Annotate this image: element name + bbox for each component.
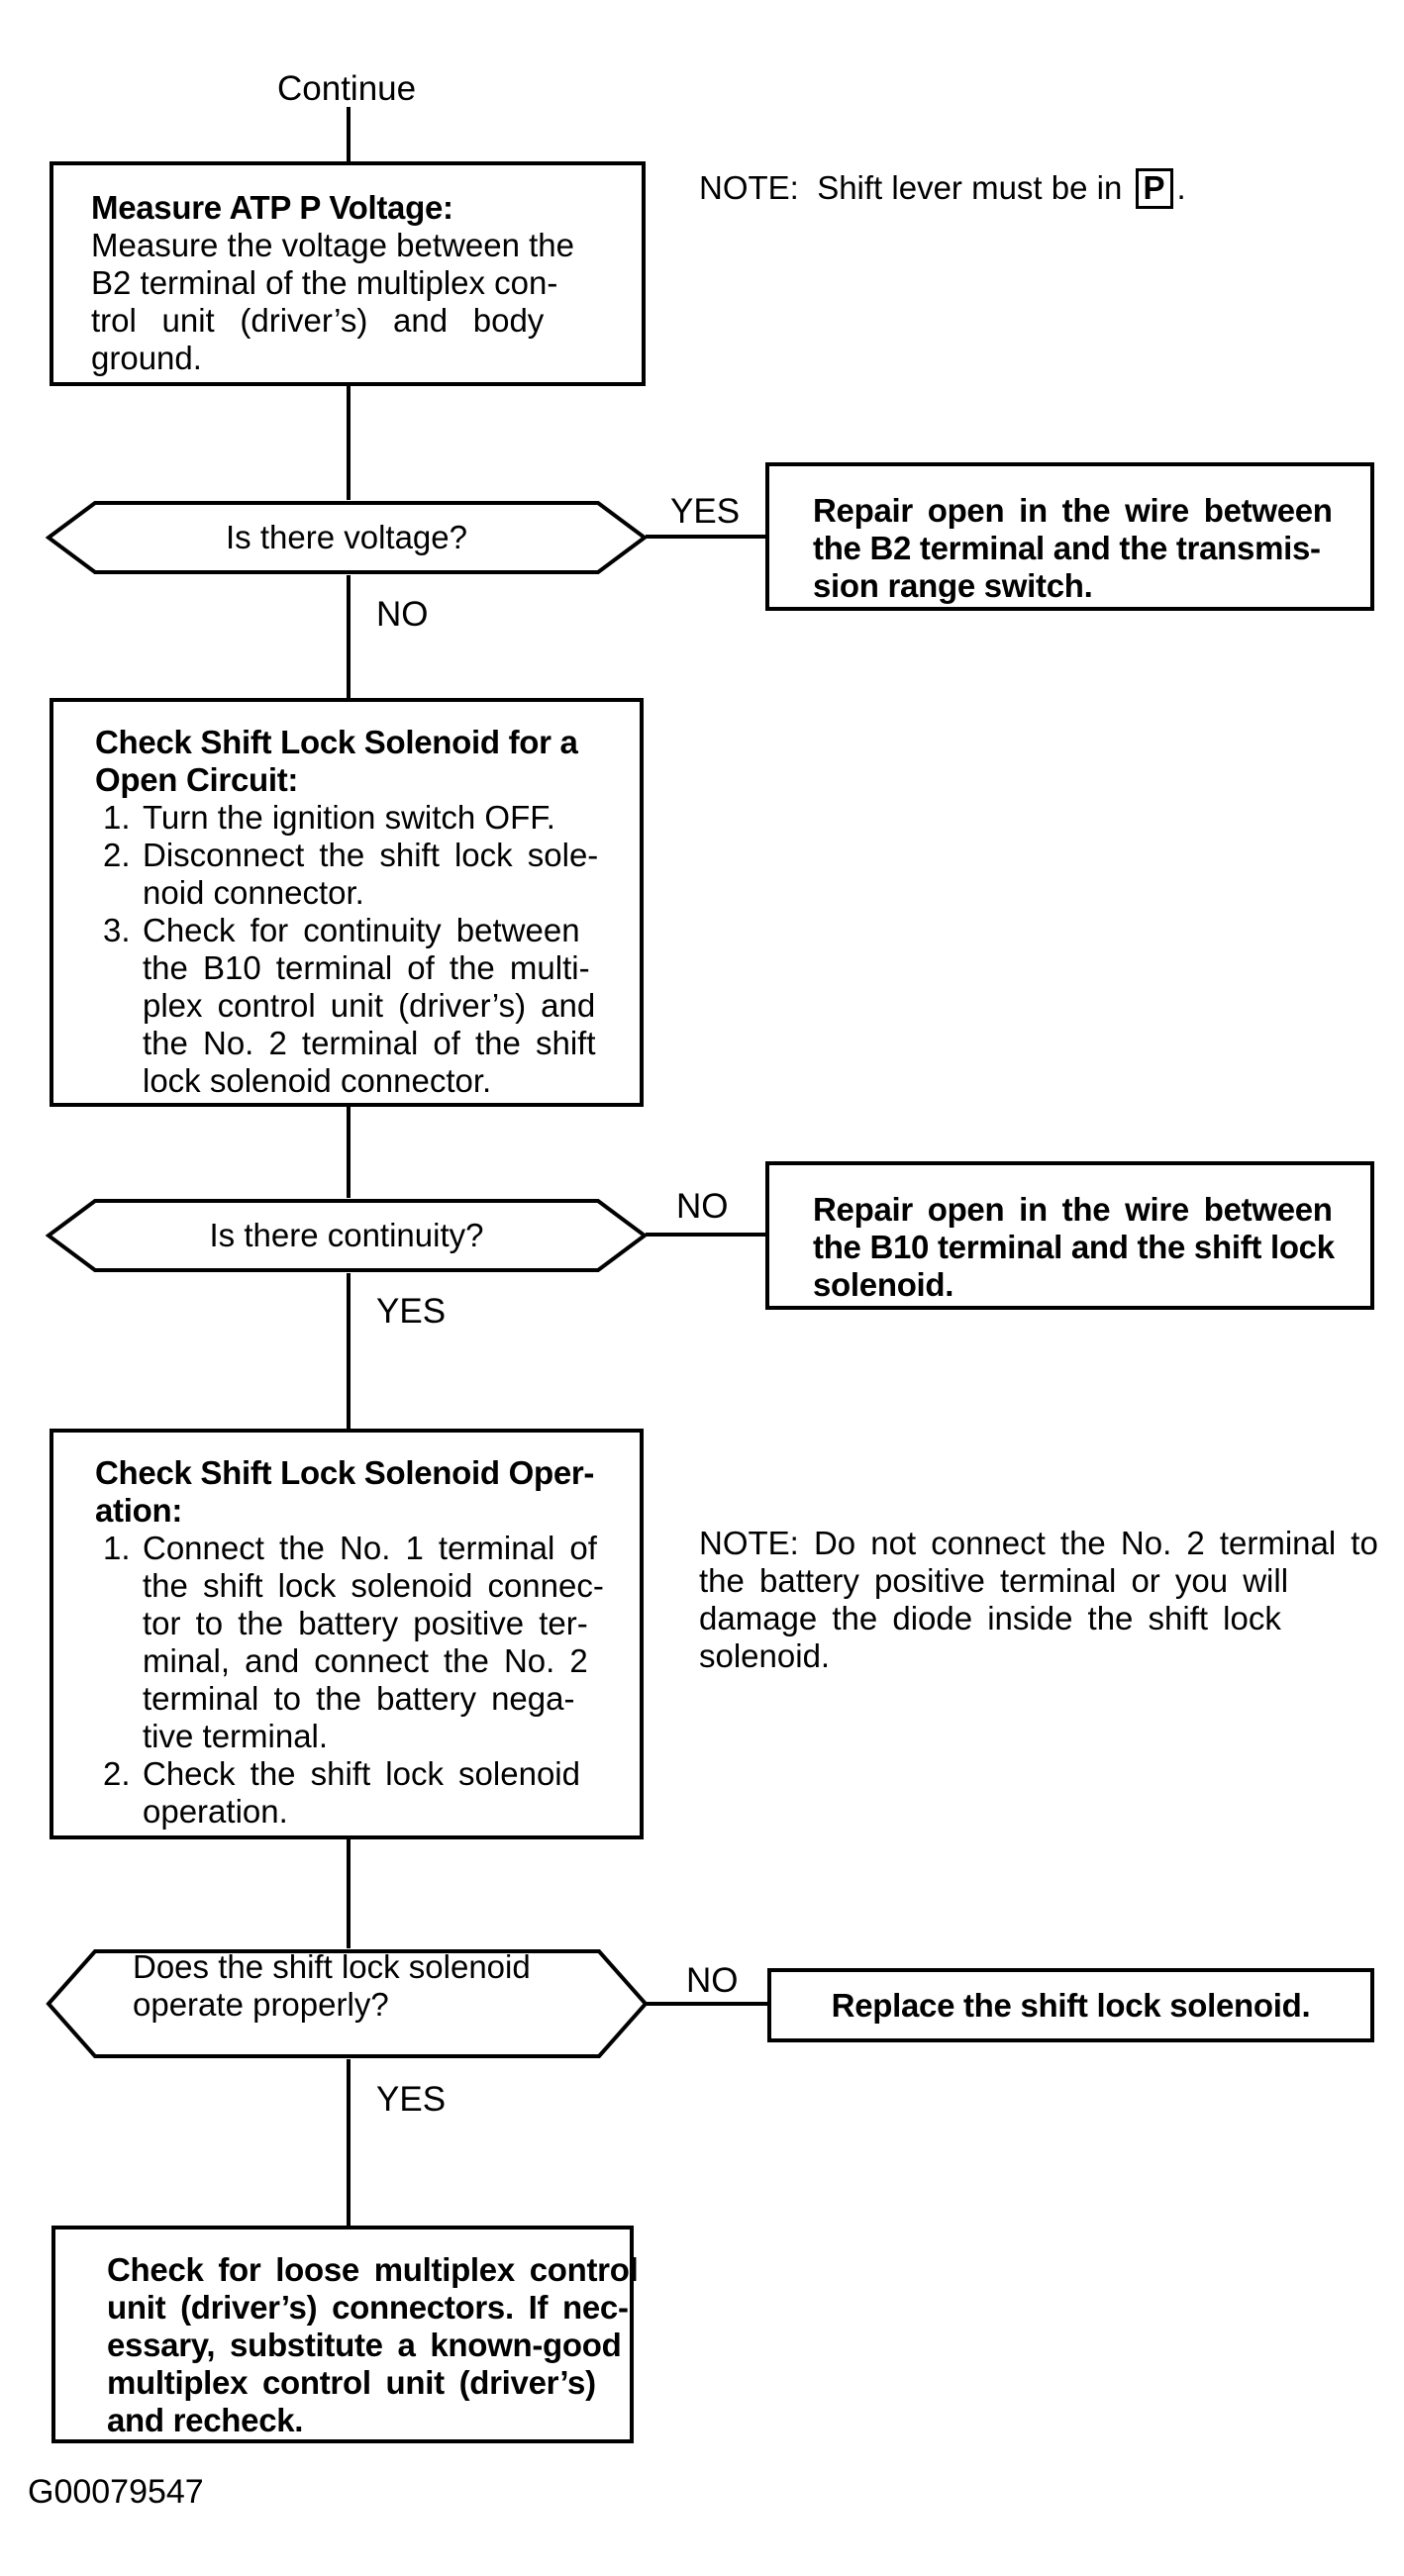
connector-operate-yes bbox=[347, 2059, 351, 2226]
list-item: 2. Disconnect the shift lock sole- noid … bbox=[95, 837, 622, 912]
text-line: sion range switch. bbox=[813, 567, 1093, 604]
text-line: Check for continuity between bbox=[143, 912, 580, 948]
note-prefix: NOTE: bbox=[699, 169, 799, 206]
text-line: the B10 terminal and the shift lock bbox=[813, 1229, 1335, 1265]
note-period: . bbox=[1176, 169, 1186, 206]
text-line: lock solenoid connector. bbox=[143, 1062, 492, 1099]
text-line: noid connector. bbox=[143, 874, 364, 911]
decision-question: Is there voltage? bbox=[226, 519, 467, 555]
text-line: Disconnect the shift lock sole- bbox=[143, 837, 599, 873]
text-line: plex control unit (driver’s) and bbox=[143, 987, 596, 1024]
text-line: terminal to the battery nega- bbox=[143, 1680, 575, 1717]
text-line: NOTE: Do not connect the No. 2 terminal … bbox=[699, 1525, 1378, 1561]
item-number: 1. bbox=[103, 1530, 131, 1566]
hexagon-shape bbox=[46, 501, 648, 574]
item-body: Disconnect the shift lock sole- noid con… bbox=[143, 837, 598, 912]
text-line: the No. 2 terminal of the shift bbox=[143, 1025, 596, 1061]
text-line: multiplex control unit (driver’s) bbox=[107, 2364, 596, 2401]
process-title: Open Circuit: bbox=[95, 761, 299, 798]
decision-question: Does the shift lock solenoid operate pro… bbox=[46, 1948, 649, 2059]
text-line: operate properly? bbox=[133, 1986, 389, 2023]
text-line: ground. bbox=[91, 340, 202, 376]
text-line: damage the diode inside the shift lock bbox=[699, 1600, 1281, 1636]
item-number: 2. bbox=[103, 837, 131, 873]
text-line: tor to the battery positive ter- bbox=[143, 1605, 588, 1641]
process-measure-atp-voltage: Measure ATP P Voltage: Measure the volta… bbox=[50, 161, 646, 386]
action-repair-b2-wire: Repair open in the wire between the B2 t… bbox=[765, 462, 1374, 611]
no-branch-label: NO bbox=[376, 595, 429, 634]
text-line: the battery positive terminal or you wil… bbox=[699, 1562, 1289, 1599]
process-check-loose-connectors: Check for loose multiplex control unit (… bbox=[51, 2226, 639, 2443]
note-shift-lever: NOTE: Shift lever must be in P. bbox=[699, 168, 1186, 209]
text-line: Measure the voltage between the bbox=[91, 227, 574, 263]
no-branch-label: NO bbox=[686, 1961, 739, 2000]
action-replace-solenoid: Replace the shift lock solenoid. bbox=[767, 1968, 1374, 2042]
text-line: Repair open in the wire between bbox=[813, 1191, 1333, 1228]
text-line: solenoid. bbox=[813, 1266, 954, 1303]
text-line: the shift lock solenoid connec- bbox=[143, 1567, 604, 1604]
text-line: Replace the shift lock solenoid. bbox=[831, 1986, 1311, 2024]
item-number: 1. bbox=[103, 799, 131, 836]
text-line: Does the shift lock solenoid bbox=[133, 1948, 531, 1985]
decision-is-there-continuity: Is there continuity? bbox=[46, 1198, 648, 1273]
decision-is-there-voltage: Is there voltage? bbox=[46, 500, 648, 575]
park-position-symbol: P bbox=[1135, 168, 1173, 209]
process-title: Check Shift Lock Solenoid for a bbox=[95, 724, 578, 760]
decision-solenoid-operates: Does the shift lock solenoid operate pro… bbox=[46, 1948, 649, 2059]
text-line: tive terminal. bbox=[143, 1718, 329, 1754]
decision-question: Is there continuity? bbox=[209, 1217, 484, 1253]
figure-id-label: G00079547 bbox=[28, 2473, 204, 2511]
process-title: Check Shift Lock Solenoid Oper- bbox=[95, 1454, 595, 1491]
hexagon-shape bbox=[46, 1949, 649, 2058]
note-no2-terminal: NOTE: Do not connect the No. 2 terminal … bbox=[699, 1525, 1378, 1675]
item-body: Check the shift lock solenoid operation. bbox=[143, 1755, 580, 1831]
no-branch-label: NO bbox=[676, 1187, 729, 1226]
connector-operation-to-operate-decision bbox=[347, 1839, 351, 1948]
list-item: 1. Connect the No. 1 terminal of the shi… bbox=[95, 1530, 622, 1755]
process-title: ation: bbox=[95, 1492, 183, 1529]
text-line: the B2 terminal and the transmis- bbox=[813, 530, 1321, 566]
connector-continuity-no bbox=[646, 1233, 765, 1237]
process-title: Measure ATP P Voltage: bbox=[91, 189, 453, 226]
connector-voltage-yes bbox=[646, 535, 765, 539]
connector-continuity-yes bbox=[347, 1273, 351, 1429]
connector-voltage-no bbox=[347, 575, 351, 698]
connector-open-circuit-to-continuity-decision bbox=[347, 1107, 351, 1198]
text-line: Check for loose multiplex control bbox=[107, 2251, 639, 2288]
text-line: minal, and connect the No. 2 bbox=[143, 1642, 588, 1679]
text-line: unit (driver’s) connectors. If nec- bbox=[107, 2289, 629, 2326]
item-body: Check for continuity between the B10 ter… bbox=[143, 912, 596, 1100]
item-number: 3. bbox=[103, 912, 131, 948]
list-item: 3. Check for continuity between the B10 … bbox=[95, 912, 622, 1100]
text-line: trol unit (driver’s) and body bbox=[91, 302, 545, 339]
text-line: essary, substitute a known-good bbox=[107, 2327, 622, 2363]
process-check-open-circuit: Check Shift Lock Solenoid for a Open Cir… bbox=[50, 698, 644, 1107]
action-repair-b10-wire: Repair open in the wire between the B10 … bbox=[765, 1161, 1374, 1310]
list-item: 1. Turn the ignition switch OFF. bbox=[95, 799, 622, 837]
list-item: 2. Check the shift lock solenoid operati… bbox=[95, 1755, 622, 1831]
item-body: Turn the ignition switch OFF. bbox=[143, 799, 555, 837]
text-line: and recheck. bbox=[107, 2402, 304, 2438]
text-line: Connect the No. 1 terminal of bbox=[143, 1530, 597, 1566]
process-check-solenoid-operation: Check Shift Lock Solenoid Oper- ation: 1… bbox=[50, 1429, 644, 1839]
connector-operate-no bbox=[647, 2002, 767, 2006]
text-line: Turn the ignition switch OFF. bbox=[143, 799, 555, 836]
connector-continue-to-measure bbox=[347, 107, 351, 161]
continue-entry-label: Continue bbox=[277, 69, 417, 108]
text-line: Check the shift lock solenoid bbox=[143, 1755, 580, 1792]
item-body: Connect the No. 1 terminal of the shift … bbox=[143, 1530, 604, 1755]
connector-measure-to-voltage-decision bbox=[347, 386, 351, 500]
note-text: Shift lever must be in bbox=[817, 169, 1123, 206]
item-number: 2. bbox=[103, 1755, 131, 1792]
yes-branch-label: YES bbox=[376, 1292, 447, 1331]
text-line: operation. bbox=[143, 1793, 288, 1830]
text-line: B2 terminal of the multiplex con- bbox=[91, 264, 558, 301]
yes-branch-label: YES bbox=[670, 492, 741, 531]
text-line: Repair open in the wire between bbox=[813, 492, 1333, 529]
text-line: the B10 terminal of the multi- bbox=[143, 949, 590, 986]
hexagon-shape bbox=[46, 1199, 648, 1272]
text-line: solenoid. bbox=[699, 1637, 831, 1674]
yes-branch-label: YES bbox=[376, 2080, 447, 2119]
